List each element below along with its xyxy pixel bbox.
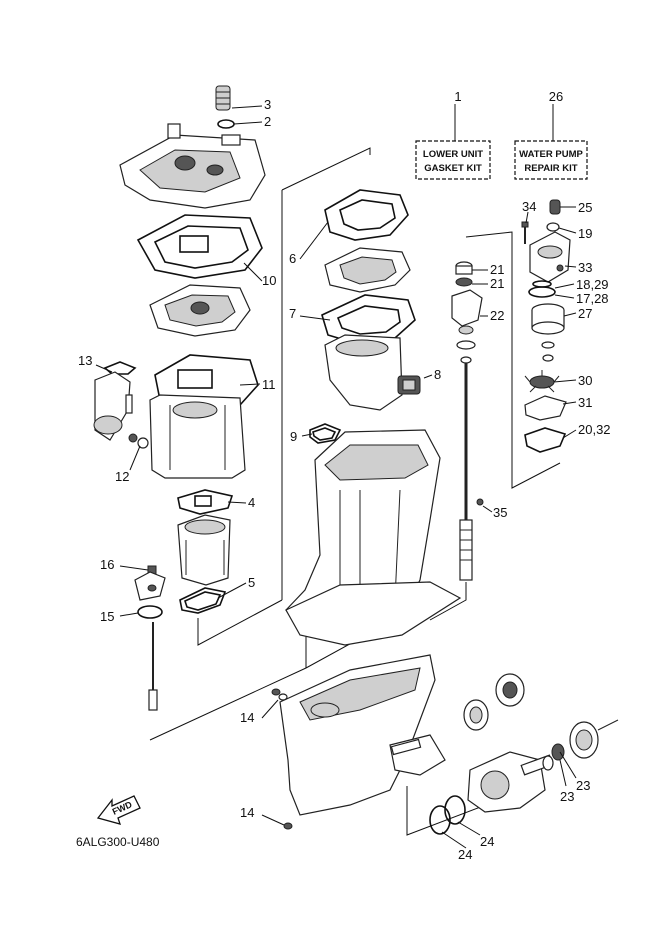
kit-label-line2: REPAIR KIT bbox=[524, 163, 577, 174]
part-9-seal bbox=[309, 423, 342, 444]
gear-reverse bbox=[569, 719, 619, 759]
callout-4: 4 bbox=[248, 495, 255, 510]
part-10-gasket bbox=[136, 214, 263, 279]
muffler-body bbox=[177, 514, 231, 586]
oil-pan-drive-shaft-housing-upper bbox=[324, 334, 403, 411]
callout-35: 35 bbox=[493, 505, 507, 520]
shift-rod bbox=[148, 622, 158, 711]
callout-2: 2 bbox=[264, 114, 271, 129]
exhaust-manifold bbox=[149, 394, 246, 479]
callout-30: 30 bbox=[578, 373, 592, 388]
lower-unit-housing bbox=[279, 654, 446, 816]
callout-5: 5 bbox=[248, 575, 255, 590]
gear-forward bbox=[463, 699, 489, 731]
part-22-housing bbox=[451, 289, 483, 335]
part-7-gasket bbox=[321, 294, 416, 344]
callout-26: 26 bbox=[549, 89, 563, 104]
part-3-plug bbox=[215, 85, 231, 111]
callout-18-29: 18,29 bbox=[576, 277, 609, 292]
callout-10: 10 bbox=[262, 273, 276, 288]
shaft-spacer bbox=[456, 340, 476, 364]
callout-23-right: 23 bbox=[576, 778, 590, 793]
callout-21-upper: 21 bbox=[490, 262, 504, 277]
callout-13: 13 bbox=[78, 353, 92, 368]
callout-6: 6 bbox=[289, 251, 296, 266]
part-34-bolt bbox=[521, 221, 529, 244]
part-31-plate bbox=[524, 395, 567, 421]
callout-24-right: 24 bbox=[480, 834, 494, 849]
part-6-gasket bbox=[324, 189, 409, 241]
callout-19: 19 bbox=[578, 226, 592, 241]
kit-label-line2: GASKET KIT bbox=[424, 163, 482, 174]
callout-9: 9 bbox=[290, 429, 297, 444]
upper-casing-main bbox=[285, 429, 462, 646]
part-14-bolt-upper bbox=[271, 688, 288, 701]
part-16-bracket bbox=[134, 565, 166, 601]
diagram-reference-code: 6ALG300-U480 bbox=[76, 835, 160, 849]
callout-17-28: 17,28 bbox=[576, 291, 609, 306]
part-21-seal-upper bbox=[455, 261, 473, 275]
part-24-o-ring-a bbox=[429, 805, 451, 835]
callout-12: 12 bbox=[115, 469, 129, 484]
part-25-grommet bbox=[549, 199, 561, 215]
part-35-pin bbox=[476, 498, 484, 506]
callout-7: 7 bbox=[289, 306, 296, 321]
callout-numbers: 3 2 10 11 13 12 4 5 6 7 8 9 16 15 14 14 … bbox=[78, 97, 611, 862]
propeller-shaft-housing bbox=[467, 751, 554, 813]
pump-housing bbox=[529, 231, 571, 283]
upper-plate bbox=[324, 247, 411, 293]
part-12-fitting bbox=[128, 433, 149, 449]
kit-label-line1: LOWER UNIT bbox=[423, 149, 483, 160]
small-parts-stack bbox=[541, 341, 555, 362]
callout-23-left: 23 bbox=[560, 789, 574, 804]
group-frames bbox=[149, 147, 561, 836]
exhaust-guide bbox=[149, 284, 251, 337]
callout-22: 22 bbox=[490, 308, 504, 323]
part-23-seal-b bbox=[542, 755, 554, 771]
callout-27: 27 bbox=[578, 306, 592, 321]
part-8-damper bbox=[397, 375, 421, 395]
drive-shaft bbox=[459, 360, 473, 581]
callout-20-32: 20,32 bbox=[578, 422, 611, 437]
part-14-bolt-lower bbox=[283, 822, 293, 830]
upper-casing-top bbox=[119, 123, 266, 209]
callout-14-lower: 14 bbox=[240, 805, 254, 820]
callout-16: 16 bbox=[100, 557, 114, 572]
callout-1: 1 bbox=[454, 89, 461, 104]
part-19-insert bbox=[546, 222, 560, 232]
water-pump-repair-kit-box: WATER PUMP REPAIR KIT 26 bbox=[514, 89, 588, 180]
part-13-clip bbox=[93, 361, 137, 441]
callout-15: 15 bbox=[100, 609, 114, 624]
part-21-seal-lower bbox=[455, 277, 473, 287]
part-17-28-o-ring bbox=[528, 280, 556, 298]
part-30-impeller bbox=[524, 370, 560, 393]
callout-3: 3 bbox=[264, 97, 271, 112]
callout-33: 33 bbox=[578, 260, 592, 275]
part-5-seal bbox=[179, 587, 227, 614]
part-23-seal-a bbox=[551, 743, 565, 761]
part-15-o-ring bbox=[137, 605, 163, 619]
fwd-direction-arrow: FWD bbox=[96, 795, 141, 825]
part-27-liner bbox=[531, 303, 565, 335]
callout-31: 31 bbox=[578, 395, 592, 410]
callout-11: 11 bbox=[262, 377, 276, 392]
part-4-gasket bbox=[177, 489, 234, 515]
part-2-o-ring bbox=[217, 119, 235, 129]
kit-label-line1: WATER PUMP bbox=[519, 149, 583, 160]
part-20-32-gasket bbox=[524, 427, 567, 453]
callout-14-upper: 14 bbox=[240, 710, 254, 725]
callout-24-left: 24 bbox=[458, 847, 472, 862]
part-24-o-ring-b bbox=[444, 795, 466, 825]
bearing bbox=[495, 673, 525, 707]
lower-unit-gasket-kit-box: LOWER UNIT GASKET KIT 1 bbox=[415, 89, 491, 180]
callout-25: 25 bbox=[578, 200, 592, 215]
callout-34: 34 bbox=[522, 199, 536, 214]
leader-lines bbox=[95, 105, 577, 849]
callout-8: 8 bbox=[434, 367, 441, 382]
callout-21-lower: 21 bbox=[490, 276, 504, 291]
